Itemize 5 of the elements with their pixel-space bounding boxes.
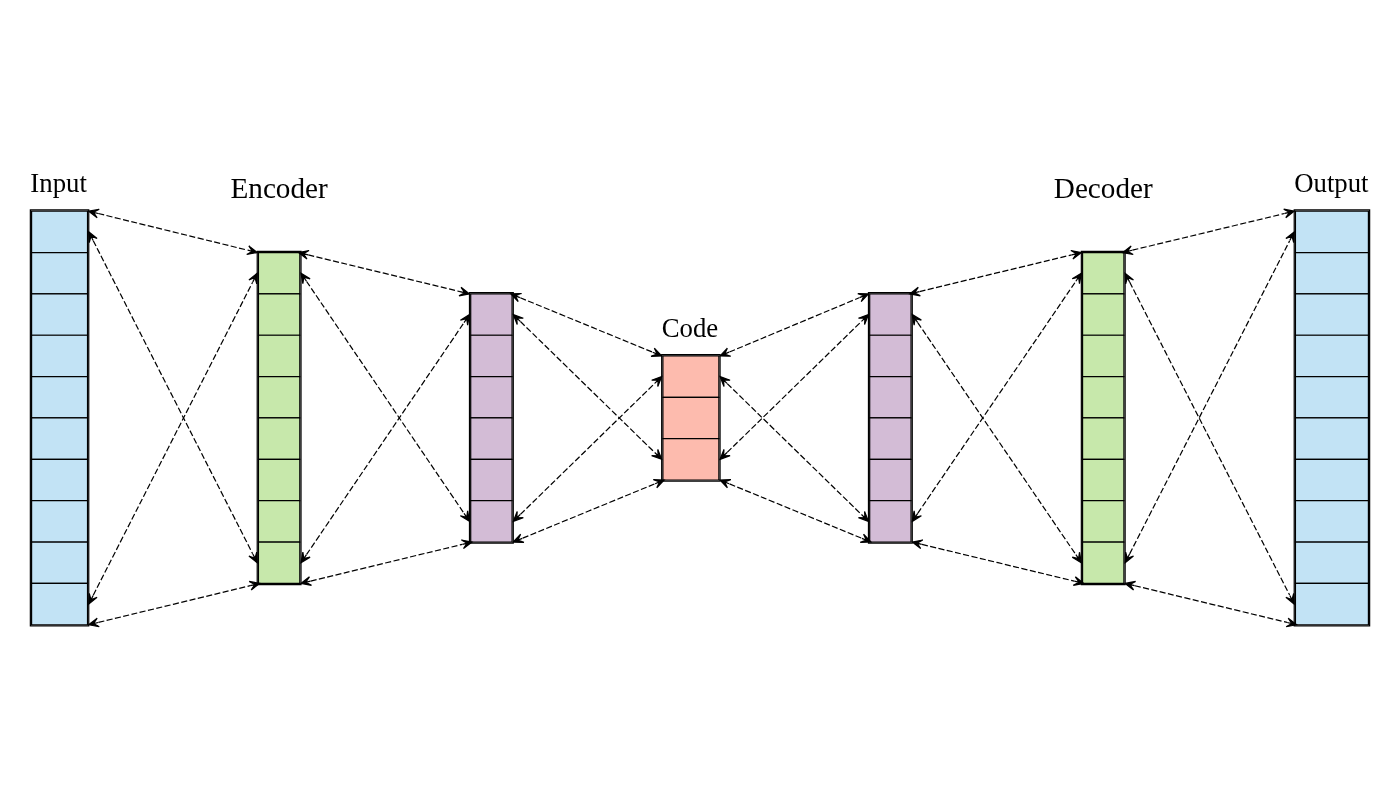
node-label: Output (1294, 168, 1369, 199)
node-label: Input (30, 168, 87, 199)
label: Encoder (230, 172, 328, 205)
label: Decoder (1053, 172, 1153, 205)
node-label: Code (661, 313, 719, 344)
